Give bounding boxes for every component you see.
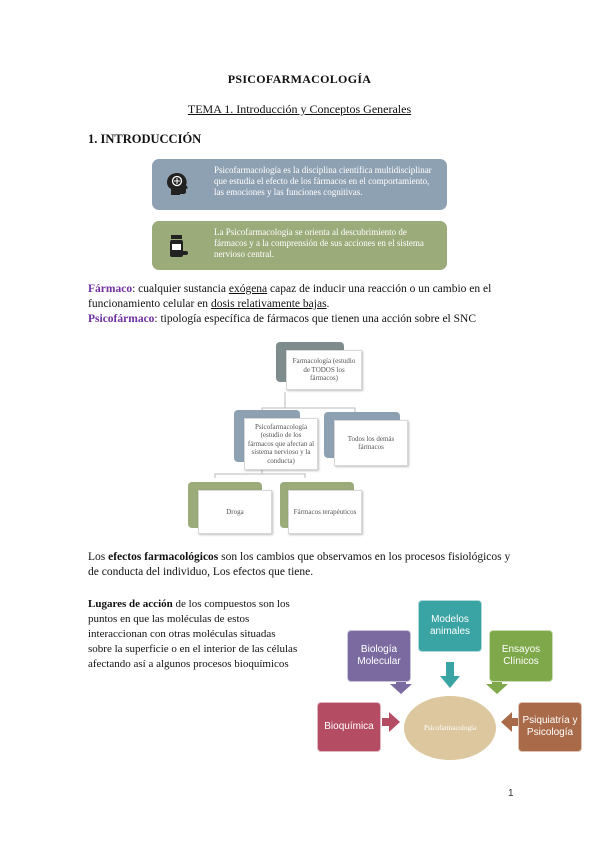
node-psicofarmacologia: Psicofarmacología (estudio de los fármac… [244,418,318,470]
text-run: . [326,298,330,310]
hierarchy-connectors [214,392,356,478]
text-run: : cualquier sustancia [132,283,229,295]
psicofarmaco-definition: Psicofármaco: tipología específica de fá… [88,312,518,327]
psicofarmaco-term: Psicofármaco [88,313,155,325]
text-run: capaz de inducir una reacción o un cambi… [88,283,492,310]
radial-center-psicofarmacologia: Psicofarmacología [404,696,496,760]
effects-paragraph: Los efectos farmacológicos son los cambi… [88,550,518,580]
farmaco-term: Fármaco [88,283,133,295]
effects-term: efectos farmacológicos [108,551,219,563]
node-biologia-molecular: Biología Molecular [347,630,411,682]
brain-head-icon [167,172,188,195]
definition-card-1: Psicofarmacología es la disciplina cient… [152,159,447,210]
page-title: PSICOFARMACOLOGÍA [227,72,372,86]
node-ensayos-clinicos: Ensayos Clínicos [489,630,553,682]
node-farmacos-terapeuticos: Fármacos terapéuticos [288,490,362,534]
text-run: exógena [228,283,268,295]
lugares-term: Lugares de acción [88,598,173,610]
medicine-bottle-icon [170,235,188,257]
text-run: son los cambios que observamos en los pr… [88,551,511,578]
page-number: 1 [508,788,514,799]
node-droga: Droga [198,490,272,534]
lugares-paragraph: Lugares de acción de los compuestos son … [88,597,300,672]
node-modelos-animales: Modelos animales [418,600,482,652]
node-bioquimica: Bioquímica [317,702,381,752]
root-node-farmacologia: Farmacología (estudio de TODOS los fárma… [286,350,362,390]
section-heading: 1. INTRODUCCIÓN [88,132,202,146]
topic-subtitle: TEMA 1. Introducción y Conceptos General… [187,102,412,116]
card-text: Psicofarmacología es la disciplina cient… [214,165,432,197]
text-run: : tipología específica de fármacos que t… [154,313,476,325]
card-text: La Psicofarmacología se orienta al descu… [214,227,424,259]
definition-card-2: La Psicofarmacología se orienta al descu… [152,221,447,270]
text-run: de los compuestos son los puntos en que … [88,598,298,670]
node-otros-farmacos: Todos los demás fármacos [334,420,408,466]
farmaco-definition: Fármaco: cualquier sustancia exógena cap… [88,282,518,312]
text-run: dosis relativamente bajas [210,298,327,310]
radial-arrows [382,662,519,732]
node-psiquiatria-psicologia: Psiquiatría y Psicología [518,702,582,752]
text-run: Los [88,551,109,563]
